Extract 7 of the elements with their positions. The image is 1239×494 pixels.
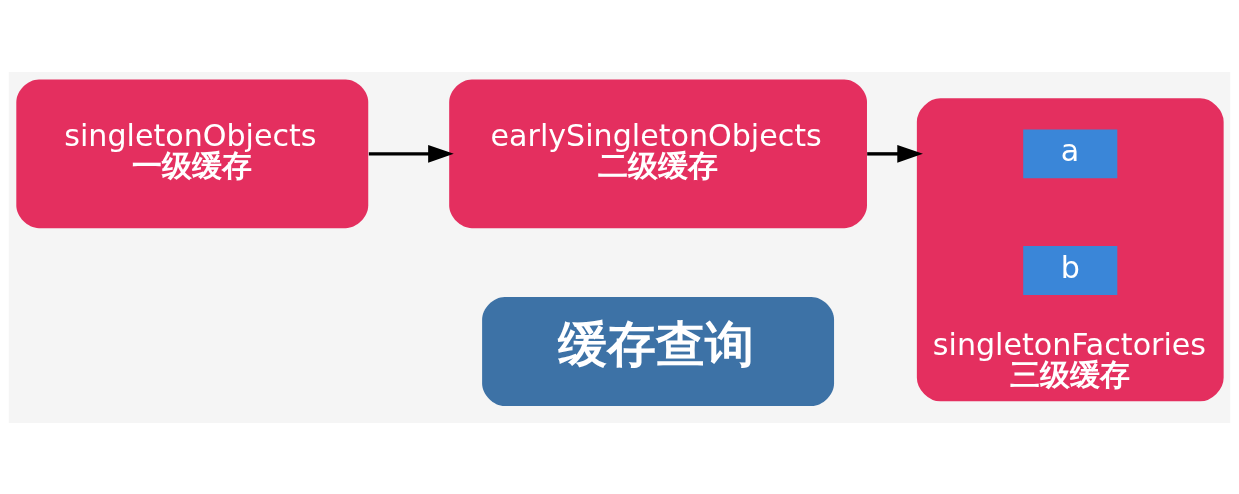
- node-box: b: [1023, 245, 1118, 295]
- arrow: [368, 144, 454, 163]
- node-box: a: [1023, 128, 1118, 178]
- node-box: earlySingletonObjects 二级缓存: [449, 79, 867, 228]
- node-box: singletonObjects 一级缓存: [16, 79, 369, 228]
- arrow: [867, 144, 923, 163]
- node-box: 缓存查询: [482, 296, 835, 406]
